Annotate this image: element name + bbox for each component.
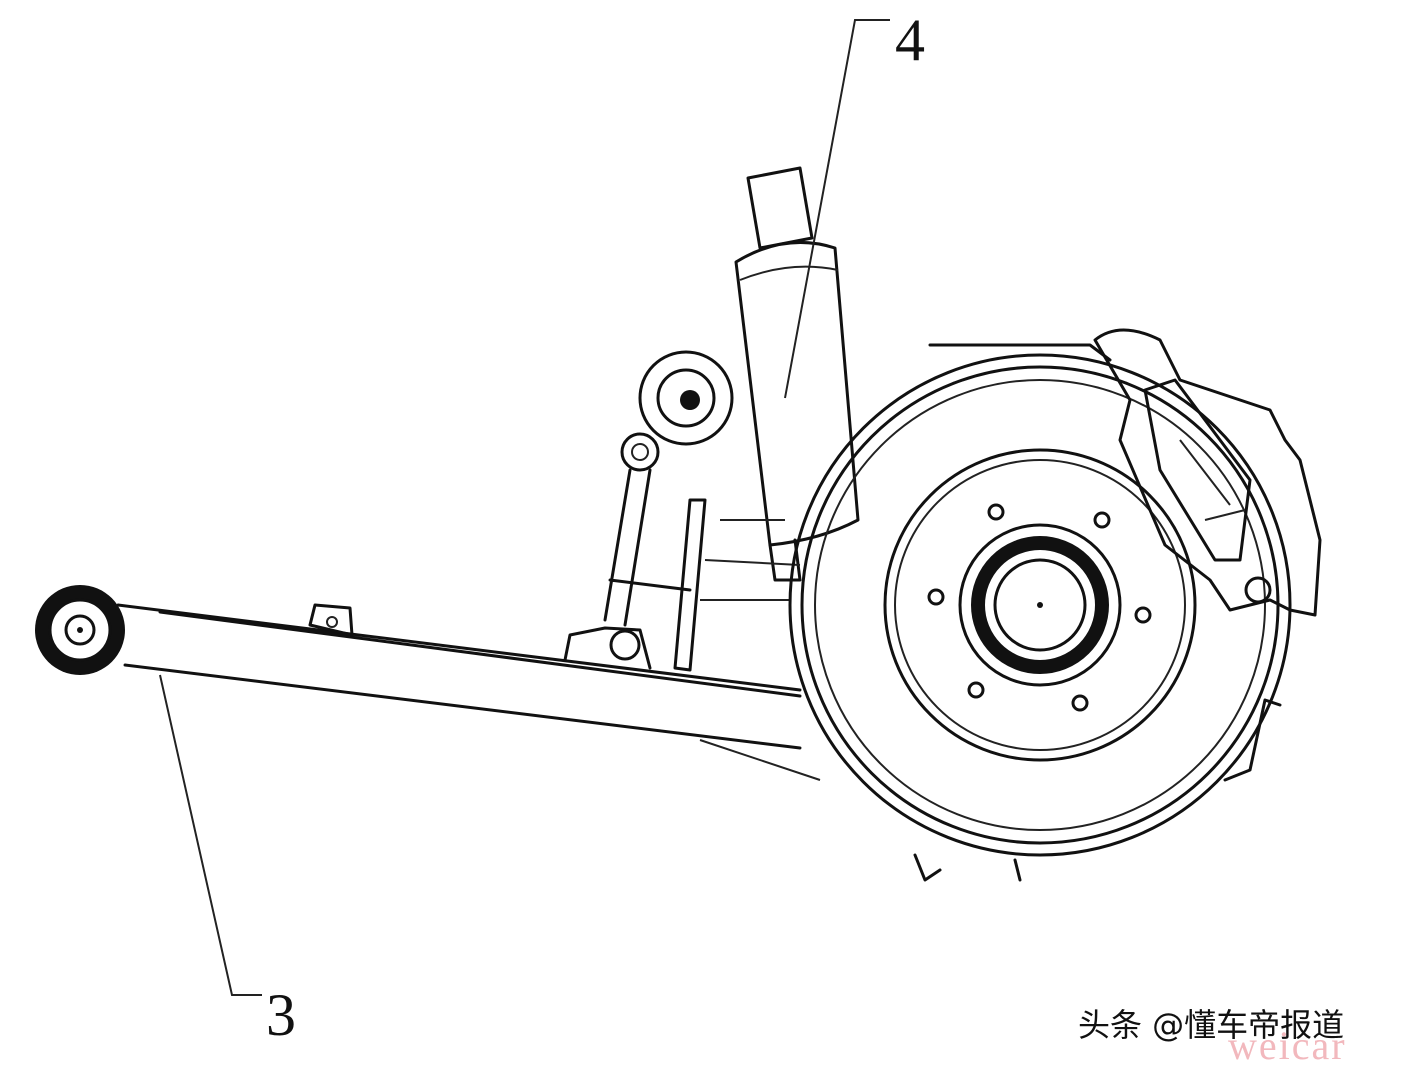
watermark-source: 头条 @懂车帝报道 [1078,1006,1345,1044]
brake-caliper [928,328,1322,617]
watermark-overlay: weicar [1228,1023,1347,1068]
callout-label-4: 4 [895,7,925,73]
bushing [35,585,125,675]
callout-label-3: 3 [266,982,296,1048]
callout-4-leader [784,19,890,399]
brake-disc [788,353,1292,882]
bolt-holes [927,503,1152,712]
shock-absorber [734,166,860,582]
stabilizer-link [603,350,801,672]
callout-3-leader [159,674,262,996]
trailing-arm [116,603,821,781]
